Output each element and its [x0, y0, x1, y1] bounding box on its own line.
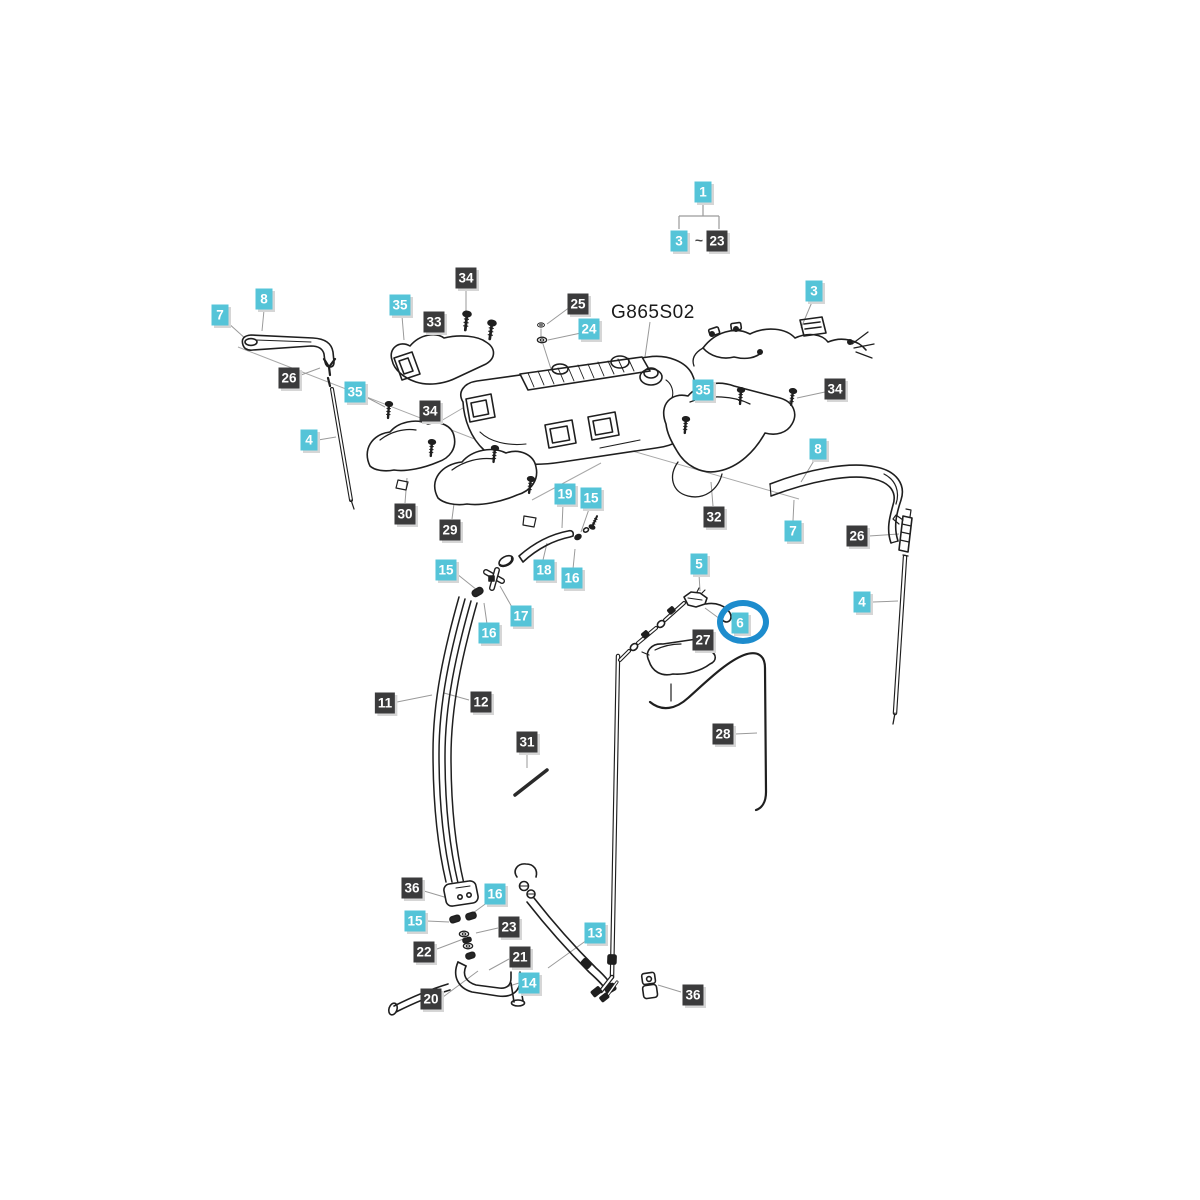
part-label-25[interactable]: 25 — [567, 293, 589, 315]
highlight-ring-6 — [717, 600, 769, 644]
part-label-31[interactable]: 31 — [516, 731, 538, 753]
drawing-duct-30 — [366, 420, 456, 491]
drawing-strip-31 — [513, 768, 549, 797]
part-label-15[interactable]: 15 — [435, 559, 457, 581]
part-label-34[interactable]: 34 — [419, 400, 441, 422]
part-label-19[interactable]: 19 — [554, 483, 576, 505]
bracket-lines — [678, 203, 720, 229]
drawing-valve-26-right — [892, 508, 913, 553]
part-label-36[interactable]: 36 — [682, 984, 704, 1006]
drawing-elbow-20-21 — [387, 961, 526, 1016]
part-label-3[interactable]: 3 — [670, 230, 688, 252]
drawing-clamps-15-16-22-bottom — [449, 911, 477, 960]
drawing-nozzle-5-6 — [618, 587, 732, 662]
part-label-5[interactable]: 5 — [690, 553, 708, 575]
part-label-35[interactable]: 35 — [389, 294, 411, 316]
drawing-wire-28 — [648, 652, 768, 812]
part-label-16[interactable]: 16 — [484, 883, 506, 905]
part-label-33[interactable]: 33 — [423, 311, 445, 333]
drawing-rod-4-left — [330, 387, 355, 510]
part-label-35[interactable]: 35 — [692, 379, 714, 401]
part-label-32[interactable]: 32 — [703, 506, 725, 528]
range-separator: ~ — [694, 232, 704, 248]
part-label-15[interactable]: 15 — [580, 487, 602, 509]
part-label-30[interactable]: 30 — [394, 503, 416, 525]
part-label-34[interactable]: 34 — [824, 378, 846, 400]
drawing-bracket-7-8 — [241, 334, 335, 368]
part-label-17[interactable]: 17 — [510, 605, 532, 627]
drawing-clip-26-left — [322, 357, 337, 388]
part-label-27[interactable]: 27 — [692, 629, 714, 651]
drawing-rod-4-right — [892, 554, 909, 725]
part-label-11[interactable]: 11 — [374, 692, 396, 714]
part-label-12[interactable]: 12 — [470, 691, 492, 713]
part-label-29[interactable]: 29 — [439, 519, 461, 541]
part-label-24[interactable]: 24 — [578, 318, 600, 340]
drawing-hoses-11-12 — [432, 596, 478, 885]
part-label-23[interactable]: 23 — [498, 916, 520, 938]
drawing-duct-33 — [390, 333, 495, 385]
part-label-7[interactable]: 7 — [784, 520, 802, 542]
drawing-screws-and-washers — [383, 309, 798, 495]
part-label-1[interactable]: 1 — [694, 181, 712, 203]
part-label-21[interactable]: 21 — [509, 946, 531, 968]
part-label-13[interactable]: 13 — [584, 922, 606, 944]
part-label-4[interactable]: 4 — [300, 429, 318, 451]
part-label-18[interactable]: 18 — [533, 559, 555, 581]
model-code: G865S02 — [611, 302, 695, 323]
drawing-washer-tube-vertical — [590, 653, 621, 1003]
part-label-22[interactable]: 22 — [413, 941, 435, 963]
part-label-23[interactable]: 23 — [706, 230, 728, 252]
part-label-36[interactable]: 36 — [401, 877, 423, 899]
drawing-connector-36-right — [640, 971, 659, 1000]
part-label-8[interactable]: 8 — [255, 288, 273, 310]
part-label-14[interactable]: 14 — [518, 972, 540, 994]
part-label-4[interactable]: 4 — [853, 591, 871, 613]
drawing-duct-32 — [663, 382, 796, 498]
part-label-16[interactable]: 16 — [561, 567, 583, 589]
part-label-26[interactable]: 26 — [278, 367, 300, 389]
part-label-8[interactable]: 8 — [809, 438, 827, 460]
drawing-connector-36-left — [443, 880, 479, 907]
drawing-hose-7-8-right — [769, 464, 904, 544]
part-label-28[interactable]: 28 — [712, 723, 734, 745]
part-label-35[interactable]: 35 — [344, 381, 366, 403]
part-label-34[interactable]: 34 — [455, 267, 477, 289]
part-label-16[interactable]: 16 — [478, 622, 500, 644]
part-label-3[interactable]: 3 — [805, 280, 823, 302]
part-label-26[interactable]: 26 — [846, 525, 868, 547]
drawing-hose-18-19 — [518, 513, 601, 563]
drawing-harness-3 — [692, 316, 875, 367]
part-label-7[interactable]: 7 — [211, 304, 229, 326]
part-label-15[interactable]: 15 — [404, 910, 426, 932]
part-label-20[interactable]: 20 — [420, 988, 442, 1010]
drawing-fitting-cluster-15-16-17 — [471, 554, 514, 598]
drawing-duct-29 — [433, 448, 538, 528]
